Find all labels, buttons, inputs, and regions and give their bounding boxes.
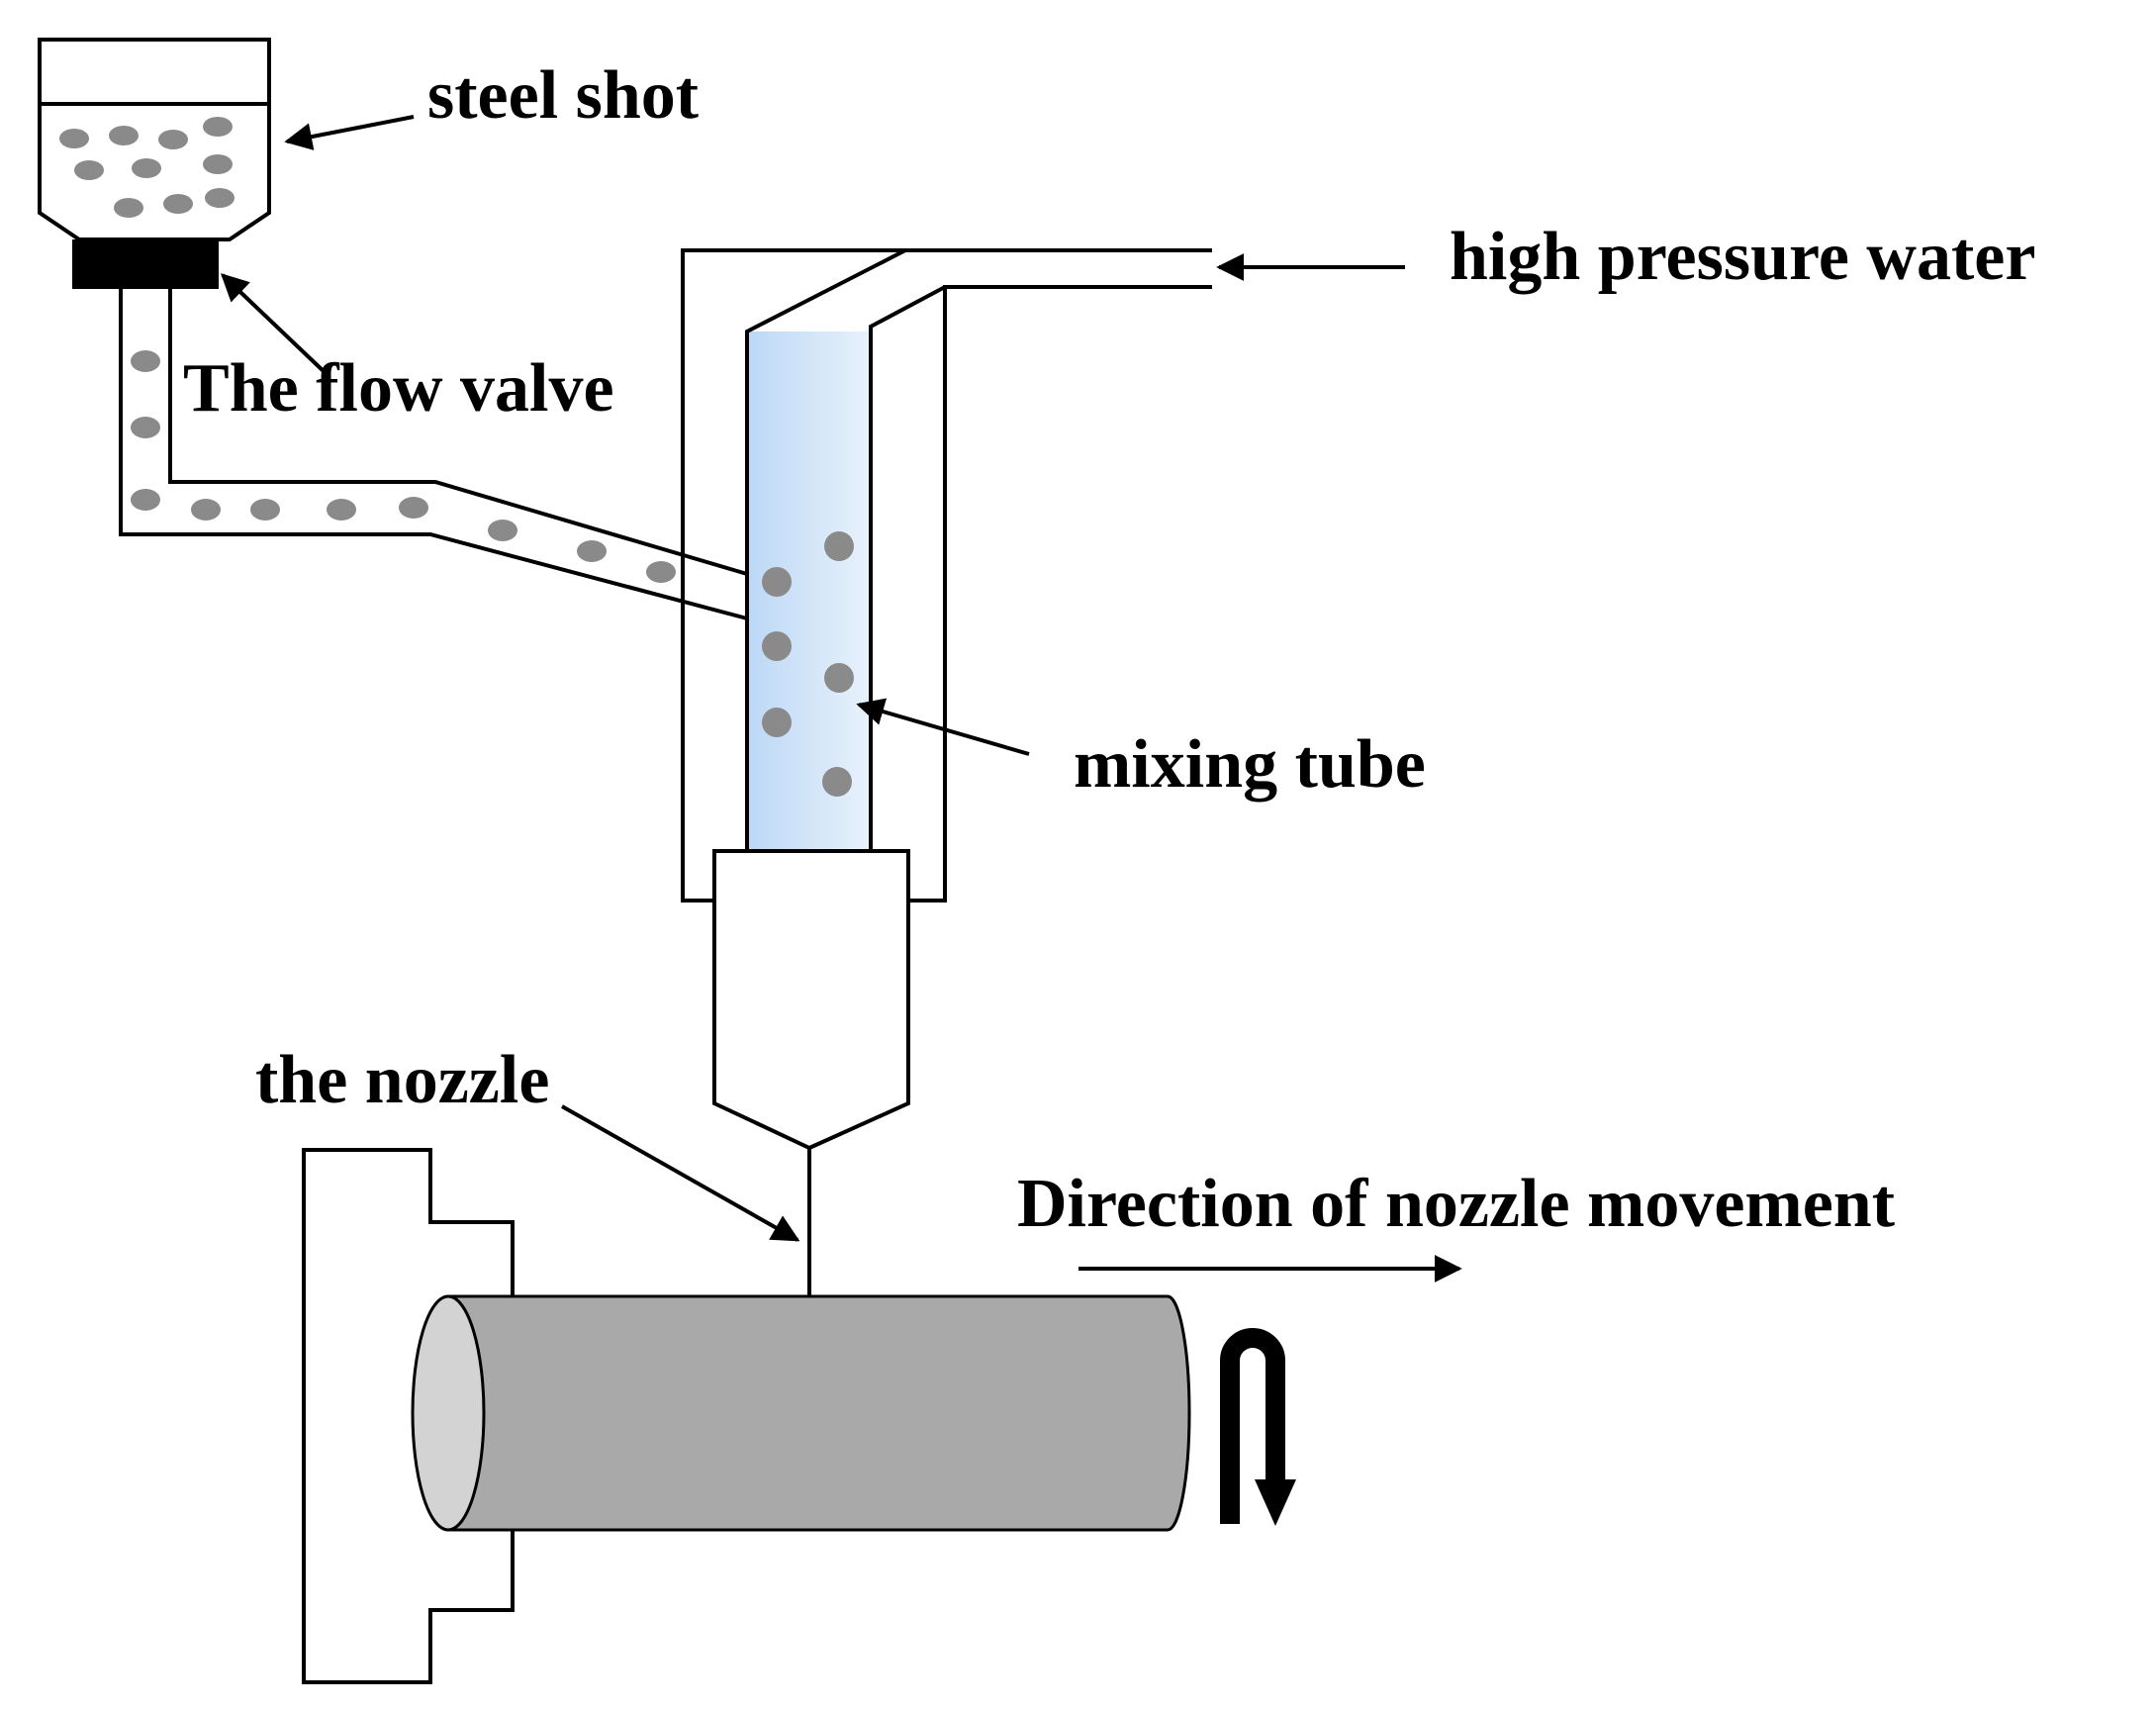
workpiece-cylinder <box>411 1294 1191 1532</box>
flow-valve-arrow <box>220 273 328 376</box>
nozzle-arrow <box>561 1104 800 1242</box>
mixing-tube-steel-shot <box>762 531 854 797</box>
label-nozzle: the nozzle <box>255 1042 550 1118</box>
label-steel-shot: steel shot <box>427 57 700 134</box>
mixing-tube-arrow <box>856 698 1030 756</box>
label-mixing-tube: mixing tube <box>1074 726 1426 803</box>
hopper-steel-shot <box>59 117 234 218</box>
steel-shot-arrow <box>284 115 415 150</box>
hopper <box>38 38 271 241</box>
flow-valve <box>72 239 219 289</box>
feed-pipe-steel-shot <box>131 350 676 583</box>
nozzle-body <box>712 849 910 1151</box>
label-flow-valve: The flow valve <box>183 350 614 427</box>
feed-pipe <box>119 289 748 620</box>
label-direction-of-nozzle-movement: Direction of nozzle movement <box>1017 1166 1896 1242</box>
chuck <box>302 1148 515 1684</box>
label-high-pressure-water: high pressure water <box>1450 219 2036 295</box>
housing <box>681 248 1212 902</box>
rotation-arrow-icon <box>1220 1328 1296 1526</box>
